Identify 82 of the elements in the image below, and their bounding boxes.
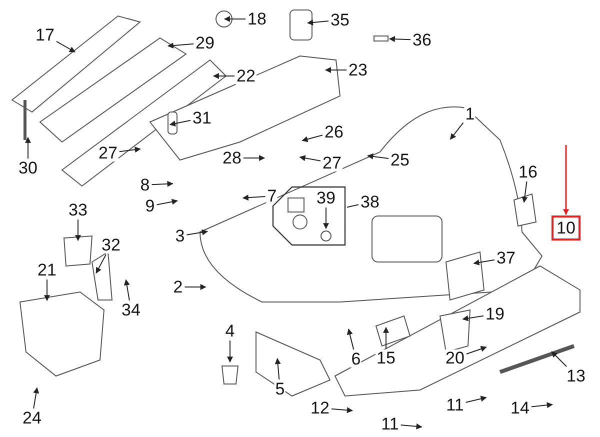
leader-line bbox=[186, 229, 208, 236]
callout-number: 15 bbox=[376, 350, 396, 366]
callout-number: 33 bbox=[68, 202, 88, 218]
callout-number: 2 bbox=[172, 278, 184, 296]
leader-line bbox=[274, 358, 281, 380]
leader-line bbox=[551, 351, 567, 367]
leader-line bbox=[530, 402, 553, 408]
leader-line bbox=[212, 73, 236, 79]
callout-number: 27 bbox=[322, 154, 342, 172]
callout-number: 20 bbox=[444, 350, 466, 366]
callout-number: 7 bbox=[266, 188, 278, 204]
leader-line bbox=[522, 181, 528, 203]
leader-line bbox=[367, 153, 390, 160]
leader-line bbox=[44, 279, 50, 302]
leader-line bbox=[151, 180, 174, 187]
callout-number: 23 bbox=[348, 62, 368, 78]
leader-line bbox=[466, 346, 487, 355]
leader-line bbox=[302, 134, 324, 142]
leader-line bbox=[400, 423, 422, 430]
callout-number: 35 bbox=[330, 12, 350, 28]
callout-number: 32 bbox=[100, 236, 122, 254]
callout-number: 25 bbox=[390, 152, 410, 168]
callout-number: 30 bbox=[18, 160, 38, 176]
leader-line bbox=[169, 120, 192, 126]
leader-line bbox=[96, 254, 106, 274]
leader-line bbox=[167, 42, 194, 49]
callout-number: 13 bbox=[566, 368, 586, 384]
leader-line bbox=[227, 340, 233, 363]
callout-number: 1 bbox=[464, 106, 476, 122]
callout-number: 16 bbox=[518, 164, 538, 180]
leader-line bbox=[346, 204, 360, 208]
leader-line bbox=[224, 16, 246, 22]
callout-number: 6 bbox=[350, 350, 362, 368]
leader-line bbox=[184, 284, 206, 290]
leader-line bbox=[307, 19, 330, 26]
callout-number: 36 bbox=[412, 32, 432, 48]
callout-number: 3 bbox=[174, 228, 186, 244]
callout-number: 24 bbox=[22, 410, 42, 426]
callout-number: 19 bbox=[484, 306, 506, 322]
leader-line bbox=[25, 136, 31, 159]
callout-number: 26 bbox=[324, 124, 344, 140]
callout-number: 12 bbox=[310, 400, 330, 416]
callout-number: 9 bbox=[144, 198, 156, 214]
callout-number: 38 bbox=[360, 194, 380, 210]
leader-line bbox=[118, 146, 141, 153]
leader-line bbox=[33, 387, 40, 409]
leader-line bbox=[330, 407, 353, 414]
callout-number: 5 bbox=[274, 380, 286, 398]
leader-line bbox=[299, 155, 322, 162]
callout-number: 28 bbox=[222, 150, 242, 166]
callout-number: 14 bbox=[510, 400, 530, 416]
leader-line bbox=[465, 396, 487, 403]
callout-number: 21 bbox=[36, 262, 58, 278]
callout-number: 8 bbox=[139, 176, 151, 194]
leader-line bbox=[124, 279, 130, 301]
arrow bbox=[563, 145, 569, 216]
callout-number: 11 bbox=[445, 396, 465, 414]
leader-line bbox=[156, 198, 178, 206]
callout-number: 27 bbox=[98, 144, 118, 162]
callout-number: 37 bbox=[496, 250, 516, 266]
callout-number: 39 bbox=[316, 190, 336, 206]
leader-line bbox=[324, 67, 348, 73]
callout-number: 29 bbox=[194, 34, 216, 52]
leader-line bbox=[242, 194, 266, 201]
callout-number: 22 bbox=[236, 68, 256, 84]
leader-line bbox=[323, 207, 329, 230]
leader-line bbox=[242, 155, 266, 161]
leader-line bbox=[56, 41, 76, 52]
leader-line bbox=[450, 122, 464, 140]
callout-number: 4 bbox=[224, 322, 236, 340]
leader-line bbox=[383, 326, 389, 349]
leader-line bbox=[462, 315, 484, 322]
leader-line bbox=[75, 219, 81, 242]
callout-number: 18 bbox=[246, 10, 268, 28]
callout-number: 17 bbox=[34, 26, 56, 44]
leader-line bbox=[346, 328, 354, 350]
leader-line bbox=[473, 259, 496, 266]
leader-line bbox=[388, 36, 412, 42]
callout-number: 31 bbox=[192, 110, 212, 126]
callout-number: 34 bbox=[120, 302, 142, 318]
callout-number: 11 bbox=[380, 416, 400, 432]
callout-number: 10 bbox=[552, 216, 580, 240]
